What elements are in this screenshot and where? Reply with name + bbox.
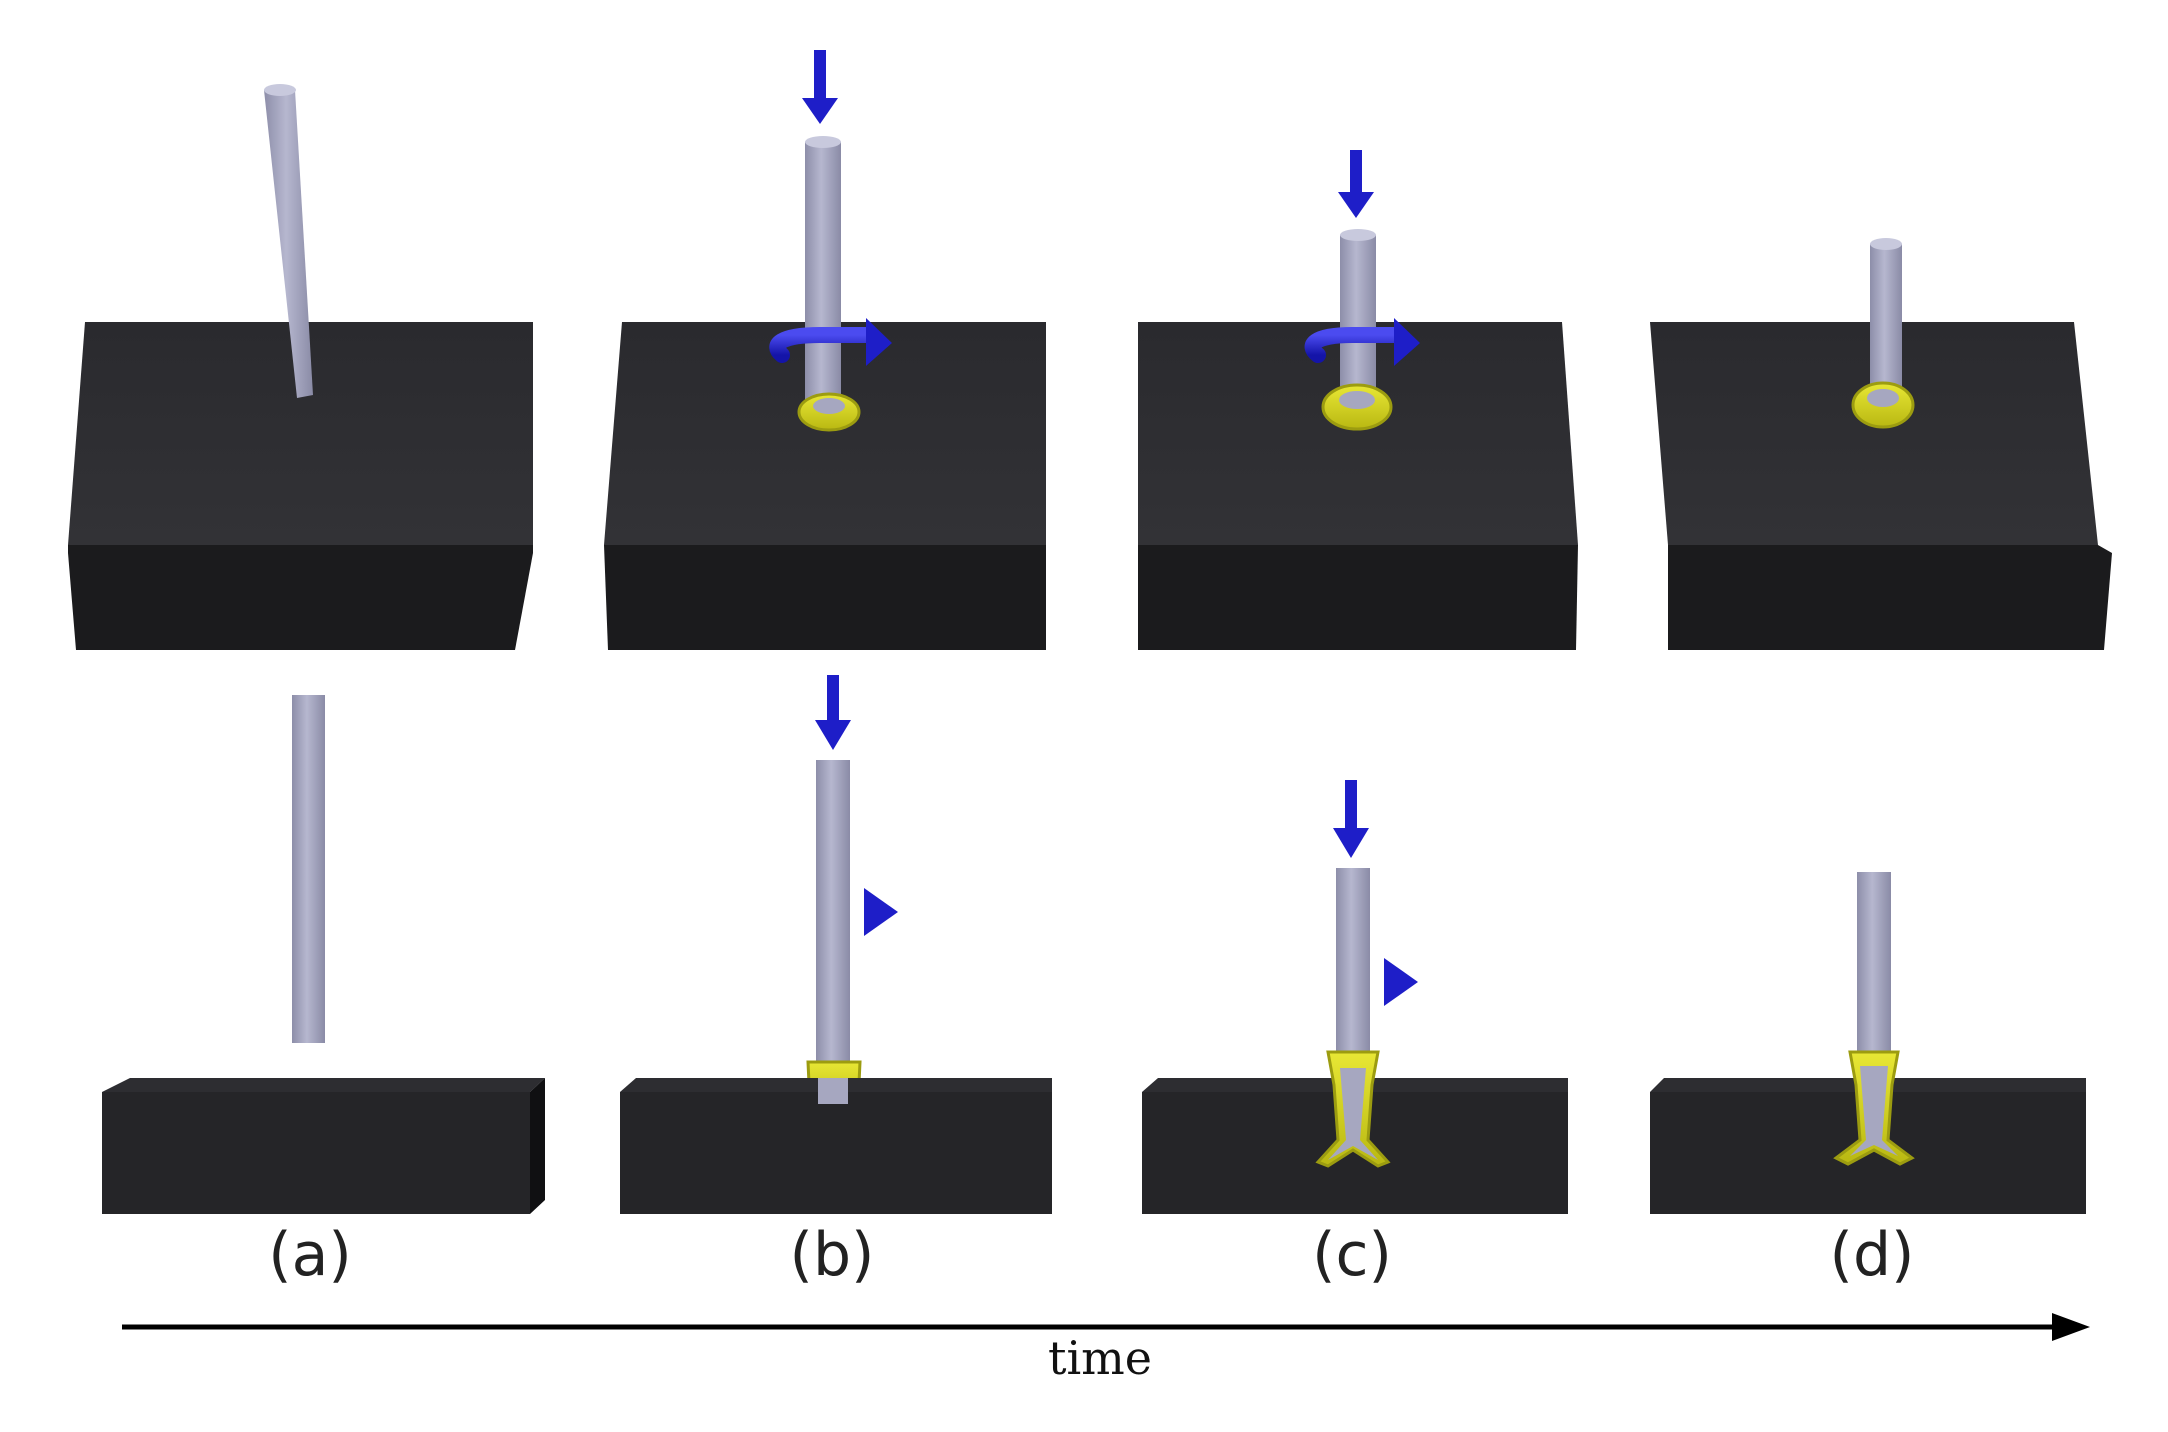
tool-pin-tip [1870, 238, 1902, 250]
panel-d-top [1650, 238, 2112, 650]
panel-label-d: (d) [1829, 1220, 1915, 1290]
workpiece-front-face [68, 545, 533, 650]
tool-pin-tip [805, 136, 841, 148]
panel-a-top [68, 84, 533, 650]
tool-pin [805, 142, 841, 412]
time-axis [122, 1313, 2090, 1341]
weld-ring-hole [1339, 391, 1375, 409]
panel-c-top [1138, 150, 1578, 650]
tool-pin-side [1336, 868, 1370, 1068]
tool-pin-tip [264, 84, 296, 96]
panel-label-b: (b) [789, 1220, 875, 1290]
down-arrow-icon [1338, 192, 1374, 218]
tool-pin [1340, 235, 1376, 410]
down-arrow-icon [802, 98, 838, 124]
workpiece-top-face [1650, 322, 2098, 545]
workpiece-top-face [604, 322, 1046, 545]
tool-pin [264, 90, 313, 398]
panel-c-side [1142, 780, 1568, 1214]
weld-ring-hole [1867, 389, 1899, 407]
tool-pin-side [816, 760, 850, 1100]
workpiece-side-end [530, 1078, 545, 1214]
time-axis-arrowhead [2052, 1313, 2090, 1341]
panel-d-side [1650, 872, 2086, 1214]
panel-label-c: (c) [1312, 1220, 1392, 1290]
tool-pin [1870, 244, 1902, 402]
weld-ring-hole [813, 398, 845, 414]
rotation-arrow-head [1394, 318, 1420, 366]
rotation-arrow-head [864, 888, 898, 936]
workpiece-front-face [604, 545, 1046, 650]
panel-b-top [604, 50, 1046, 650]
panel-b-side [620, 675, 1052, 1214]
panel-a-side [102, 695, 545, 1214]
workpiece-top-face [68, 322, 533, 545]
down-arrow-icon [815, 720, 851, 750]
workpiece-side-front [620, 1092, 1052, 1214]
down-arrow-shaft [1345, 780, 1357, 840]
tool-pin-in-workpiece [1328, 1068, 1378, 1160]
rotation-arrow-icon [769, 327, 878, 363]
tool-pin-in-workpiece [818, 1078, 848, 1104]
workpiece-top-face [1138, 322, 1578, 545]
rotation-arrow-icon [1304, 327, 1408, 363]
panel-label-a: (a) [268, 1220, 352, 1290]
rotation-arrow-head [866, 318, 892, 366]
down-arrow-shaft [1350, 150, 1362, 200]
workpiece-side-top [102, 1078, 545, 1092]
rotation-arrow-head [1384, 958, 1418, 1006]
workpiece-front-face [1138, 545, 1578, 650]
down-arrow-icon [1333, 828, 1369, 858]
workpiece-side-front [102, 1092, 530, 1214]
workpiece-front-face [1668, 545, 2112, 650]
tool-pin-tip [1340, 229, 1376, 241]
time-axis-label: time [1047, 1331, 1153, 1385]
down-arrow-shaft [827, 675, 839, 733]
tool-pin-in-workpiece [1850, 1066, 1898, 1156]
down-arrow-shaft [814, 50, 826, 112]
tool-pin-side [1857, 872, 1891, 1066]
tool-pin-side [292, 695, 325, 1043]
